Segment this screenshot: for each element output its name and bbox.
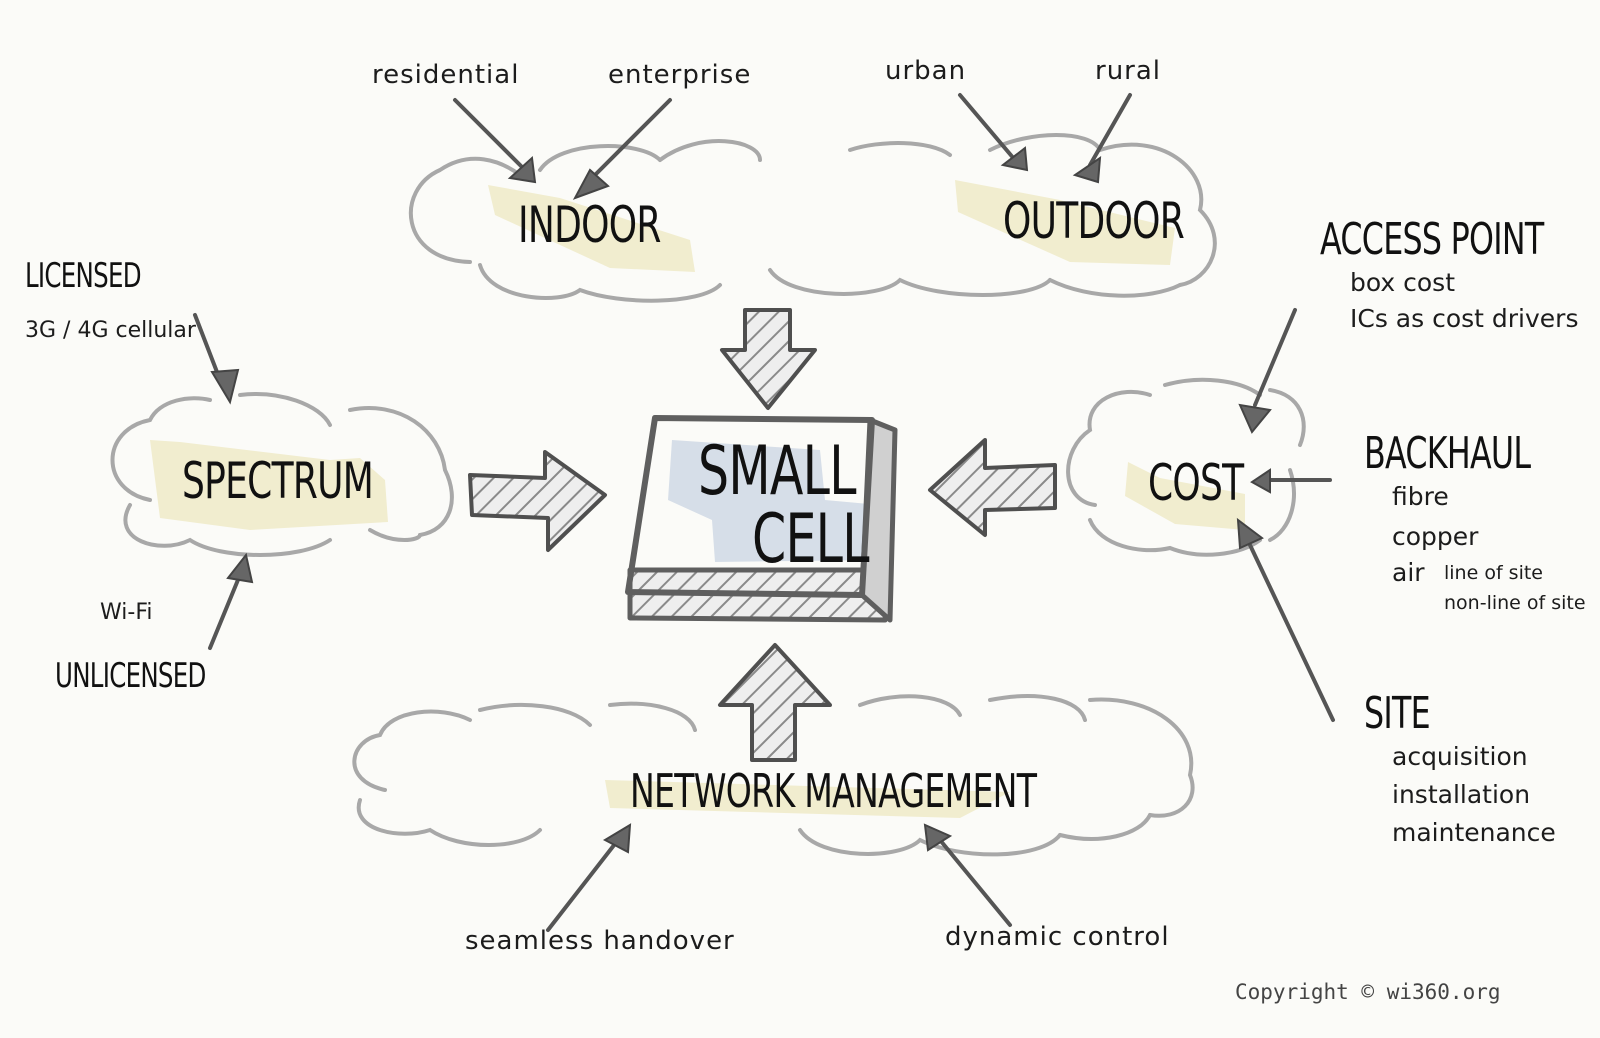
copyright-notice: Copyright © wi360.org — [1235, 980, 1501, 1004]
licensed-label: LICENSED — [25, 256, 142, 296]
fibre-label: fibre — [1392, 482, 1449, 511]
thin-arrows — [193, 93, 1335, 932]
access-point-title: ACCESS POINT — [1320, 214, 1544, 265]
seamless-handover-label: seamless handover — [465, 926, 735, 956]
indoor-title: INDOOR — [518, 196, 661, 254]
maintenance-label: maintenance — [1392, 818, 1556, 847]
network-cloud — [352, 694, 1195, 857]
non-line-of-site-label: non-line of site — [1444, 592, 1586, 614]
spectrum-highlight — [150, 440, 388, 530]
box-cost-label: box cost — [1350, 268, 1456, 297]
line-of-site-label: line of site — [1444, 562, 1543, 584]
arrow-network-to-center — [718, 643, 832, 762]
outdoor-title: OUTDOOR — [1003, 192, 1185, 250]
indoor-highlight — [488, 185, 695, 272]
small-cell-line2: CELL — [752, 500, 870, 579]
spectrum-cloud — [110, 392, 454, 557]
cost-title: COST — [1148, 454, 1244, 512]
site-title: SITE — [1364, 688, 1431, 739]
unlicensed-detail: Wi-Fi — [100, 600, 153, 625]
acquisition-label: acquisition — [1392, 742, 1528, 771]
network-highlight — [605, 780, 1010, 818]
rural-label: rural — [1095, 56, 1162, 86]
unlicensed-label: UNLICENSED — [55, 656, 206, 696]
indoor-outdoor-cloud — [408, 133, 1217, 303]
copper-label: copper — [1392, 522, 1479, 551]
arrow-spectrum-to-center — [468, 450, 607, 552]
small-cell-highlight — [668, 440, 880, 562]
installation-label: installation — [1392, 780, 1531, 809]
small-cell-block — [625, 415, 875, 598]
licensed-detail: 3G / 4G cellular — [25, 318, 196, 343]
ics-cost-label: ICs as cost drivers — [1350, 304, 1579, 333]
dynamic-control-label: dynamic control — [945, 922, 1170, 952]
enterprise-label: enterprise — [608, 60, 752, 90]
small-cell-line1: SMALL — [698, 432, 856, 511]
network-management-title: NETWORK MANAGEMENT — [630, 764, 1037, 818]
air-label: air — [1392, 558, 1425, 587]
arrow-top-to-center — [720, 308, 817, 410]
arrow-cost-to-center — [928, 438, 1057, 537]
spectrum-title: SPECTRUM — [182, 452, 374, 510]
urban-label: urban — [885, 56, 967, 86]
cost-highlight — [1125, 462, 1245, 530]
residential-label: residential — [372, 60, 520, 90]
backhaul-title: BACKHAUL — [1364, 428, 1531, 479]
outdoor-highlight — [955, 180, 1175, 265]
